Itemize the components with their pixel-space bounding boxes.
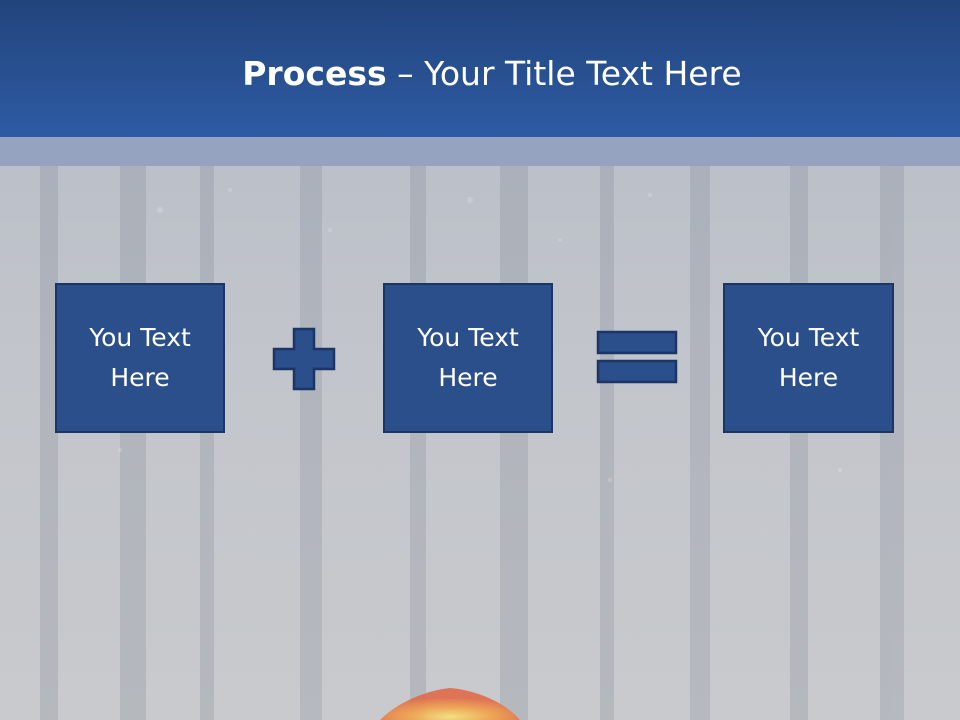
process-box-1-line-1: You Text [89,323,191,352]
title-bold-part: Process [242,54,387,93]
process-box-1-line-2: Here [110,363,170,392]
slide-title: Process – Your Title Text Here [0,52,960,96]
process-box-3-line-2: Here [778,363,839,392]
title-bar [0,0,960,137]
equals-icon [596,330,678,384]
process-box-3-text: You Text Here [739,318,879,398]
process-box-1: You Text Here [55,283,225,433]
process-box-3: You Text Here [723,283,894,433]
title-rest-part: – Your Title Text Here [386,54,742,93]
process-box-2-line-1: You Text [417,323,519,352]
header-subband [0,137,960,166]
process-box-3-line-1: You Text [757,323,860,352]
plus-icon [272,327,336,391]
process-box-2: You Text Here [383,283,553,433]
process-box-2-text: You Text Here [398,318,538,398]
process-box-2-line-2: Here [438,363,498,392]
process-box-1-text: You Text Here [70,318,210,398]
